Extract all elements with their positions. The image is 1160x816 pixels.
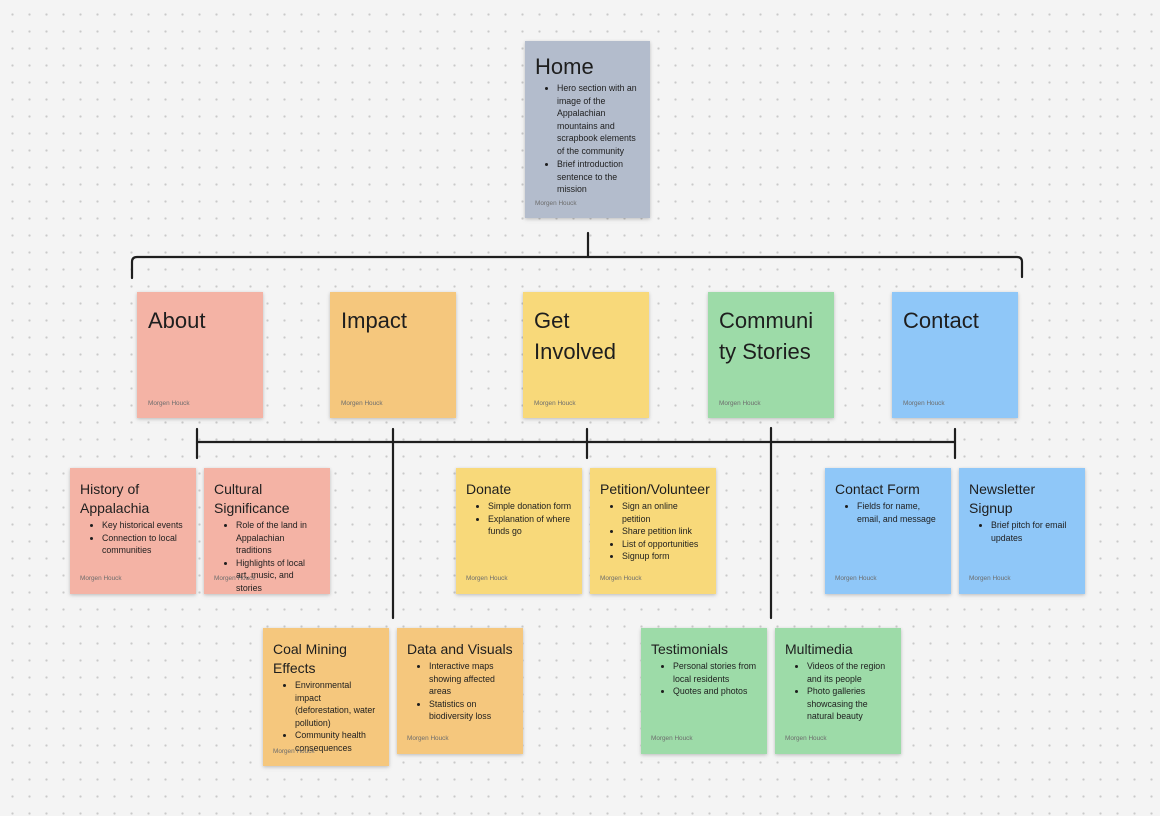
list-item: Hero section with an image of the Appala… xyxy=(557,82,640,158)
sticky-contact-form[interactable]: Contact Form Fields for name, email, and… xyxy=(825,468,951,594)
list-item: Signup form xyxy=(622,550,706,563)
sticky-title: About xyxy=(148,308,206,333)
bullet-list: Sign an online petition Share petition l… xyxy=(600,500,706,563)
list-item: Community health consequences xyxy=(295,729,379,754)
bullet-list: Hero section with an image of the Appala… xyxy=(535,82,640,196)
bullet-list: Environmental impact (deforestation, wat… xyxy=(273,679,379,755)
list-item: Highlights of local art, music, and stor… xyxy=(236,557,320,595)
list-item: List of opportunities xyxy=(622,538,706,551)
sticky-author: Morgen Houck xyxy=(341,400,383,407)
sticky-author: Morgen Houck xyxy=(214,575,256,582)
sticky-title: Multimedia xyxy=(785,641,853,657)
list-item: Connection to local communities xyxy=(102,532,186,557)
sticky-community-stories[interactable]: Community Stories Morgen Houck xyxy=(708,292,834,418)
sticky-history-of-appalachia[interactable]: History of Appalachia Key historical eve… xyxy=(70,468,196,594)
sticky-title: Data and Visuals xyxy=(407,641,513,657)
bullet-list: Role of the land in Appalachian traditio… xyxy=(214,519,320,595)
sticky-author: Morgen Houck xyxy=(719,400,761,407)
bullet-list: Fields for name, email, and message xyxy=(835,500,941,525)
sticky-author: Morgen Houck xyxy=(651,735,693,742)
list-item: Share petition link xyxy=(622,525,706,538)
sticky-author: Morgen Houck xyxy=(835,575,877,582)
bullet-list: Interactive maps showing affected areas … xyxy=(407,660,513,723)
bullet-list: Personal stories from local residents Qu… xyxy=(651,660,757,698)
sticky-title: Testimonials xyxy=(651,641,729,657)
sticky-about[interactable]: About Morgen Houck xyxy=(137,292,263,418)
sticky-author: Morgen Houck xyxy=(273,748,315,755)
sticky-author: Morgen Houck xyxy=(903,400,945,407)
sticky-impact[interactable]: Impact Morgen Houck xyxy=(330,292,456,418)
sticky-petition-volunteer[interactable]: Petition/Volunteer Sign an online petiti… xyxy=(590,468,716,594)
bullet-list: Simple donation form Explanation of wher… xyxy=(466,500,572,538)
sticky-title: Contact xyxy=(903,308,979,333)
sticky-home[interactable]: Home Hero section with an image of the A… xyxy=(525,41,650,218)
sticky-title: Home xyxy=(535,54,594,79)
list-item: Quotes and photos xyxy=(673,685,757,698)
sticky-author: Morgen Houck xyxy=(785,735,827,742)
sticky-author: Morgen Houck xyxy=(148,400,190,407)
bullet-list: Key historical events Connection to loca… xyxy=(80,519,186,557)
sticky-author: Morgen Houck xyxy=(600,575,642,582)
list-item: Interactive maps showing affected areas xyxy=(429,660,513,698)
sticky-data-and-visuals[interactable]: Data and Visuals Interactive maps showin… xyxy=(397,628,523,754)
sticky-author: Morgen Houck xyxy=(407,735,449,742)
sticky-title: Donate xyxy=(466,481,512,497)
list-item: Key historical events xyxy=(102,519,186,532)
list-item: Fields for name, email, and message xyxy=(857,500,941,525)
list-item: Statistics on biodiversity loss xyxy=(429,698,513,723)
list-item: Environmental impact (deforestation, wat… xyxy=(295,679,379,729)
sticky-cultural-significance[interactable]: Cultural Significance Role of the land i… xyxy=(204,468,330,594)
list-item: Explanation of where funds go xyxy=(488,513,572,538)
sticky-author: Morgen Houck xyxy=(969,575,1011,582)
sticky-author: Morgen Houck xyxy=(466,575,508,582)
list-item: Simple donation form xyxy=(488,500,572,513)
bullet-list: Videos of the region and its people Phot… xyxy=(785,660,891,723)
sticky-contact[interactable]: Contact Morgen Houck xyxy=(892,292,1018,418)
sticky-title: Contact Form xyxy=(835,481,920,497)
list-item: Photo galleries showcasing the natural b… xyxy=(807,685,891,723)
list-item: Videos of the region and its people xyxy=(807,660,891,685)
sticky-donate[interactable]: Donate Simple donation form Explanation … xyxy=(456,468,582,594)
sticky-title: Get Involved xyxy=(534,308,616,364)
sticky-title: Newsletter Signup xyxy=(969,481,1036,516)
sticky-author: Morgen Houck xyxy=(80,575,122,582)
list-item: Personal stories from local residents xyxy=(673,660,757,685)
list-item: Brief introduction sentence to the missi… xyxy=(557,158,640,196)
sticky-coal-mining-effects[interactable]: Coal Mining Effects Environmental impact… xyxy=(263,628,389,766)
sticky-title: Cultural Significance xyxy=(214,481,290,516)
sticky-multimedia[interactable]: Multimedia Videos of the region and its … xyxy=(775,628,901,754)
sticky-testimonials[interactable]: Testimonials Personal stories from local… xyxy=(641,628,767,754)
sticky-author: Morgen Houck xyxy=(534,400,576,407)
sticky-title: Impact xyxy=(341,308,408,333)
sticky-newsletter-signup[interactable]: Newsletter Signup Brief pitch for email … xyxy=(959,468,1085,594)
bullet-list: Brief pitch for email updates xyxy=(969,519,1075,544)
sticky-get-involved[interactable]: Get Involved Morgen Houck xyxy=(523,292,649,418)
sticky-author: Morgen Houck xyxy=(535,200,577,207)
list-item: Role of the land in Appalachian traditio… xyxy=(236,519,320,557)
sticky-title: Community Stories xyxy=(719,308,814,364)
sticky-title: Coal Mining Effects xyxy=(273,641,347,676)
sticky-title: History of Appalachia xyxy=(80,481,150,516)
list-item: Brief pitch for email updates xyxy=(991,519,1075,544)
sticky-title: Petition/Volunteer xyxy=(600,481,710,497)
list-item: Sign an online petition xyxy=(622,500,706,525)
connector-sections-bracket xyxy=(130,255,1024,280)
